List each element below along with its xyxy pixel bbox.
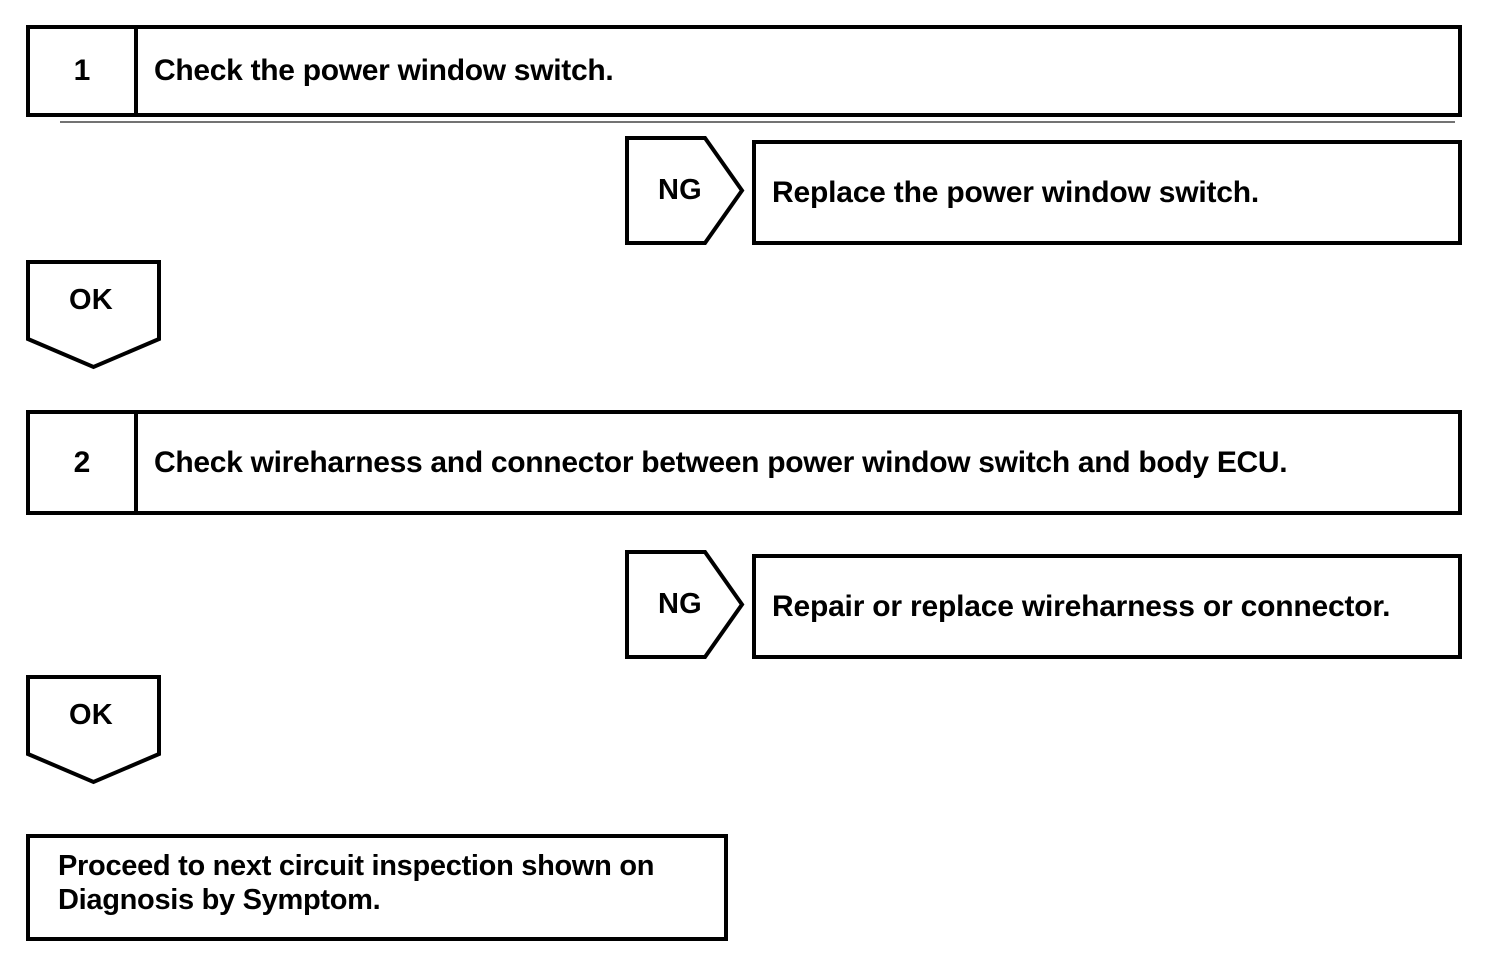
step-text-1: Check the power window switch. [154,54,614,87]
step-number-1: 1 [30,29,138,113]
ng-arrow-label-1: NG [658,174,702,206]
ng-arrow-shape-1 [625,136,745,245]
ng-arrow-shape-2 [625,550,745,659]
step-box-1[interactable]: 1 Check the power window switch. [26,25,1462,117]
ng-arrow-2[interactable]: NG [625,550,745,659]
ng-arrow-label-2: NG [658,588,702,620]
ng-arrow-1[interactable]: NG [625,136,745,245]
ok-arrow-label-1: OK [69,284,113,316]
outcome-box-2[interactable]: Repair or replace wireharness or connect… [752,554,1462,659]
scan-artifact-line [60,121,1455,123]
ok-arrow-shape-2 [26,675,161,785]
step-text-2: Check wireharness and connector between … [154,445,1288,479]
final-instruction-box[interactable]: Proceed to next circuit inspection shown… [26,834,728,941]
outcome-text-2: Repair or replace wireharness or connect… [772,589,1391,623]
outcome-box-1[interactable]: Replace the power window switch. [752,140,1462,245]
ok-arrow-shape-1 [26,260,161,370]
ok-arrow-2[interactable]: OK [26,675,162,785]
ok-arrow-1[interactable]: OK [26,260,162,370]
ok-arrow-label-2: OK [69,699,113,731]
step-box-2[interactable]: 2 Check wireharness and connector betwee… [26,410,1462,515]
step-number-2: 2 [30,414,138,511]
outcome-text-1: Replace the power window switch. [772,175,1260,209]
